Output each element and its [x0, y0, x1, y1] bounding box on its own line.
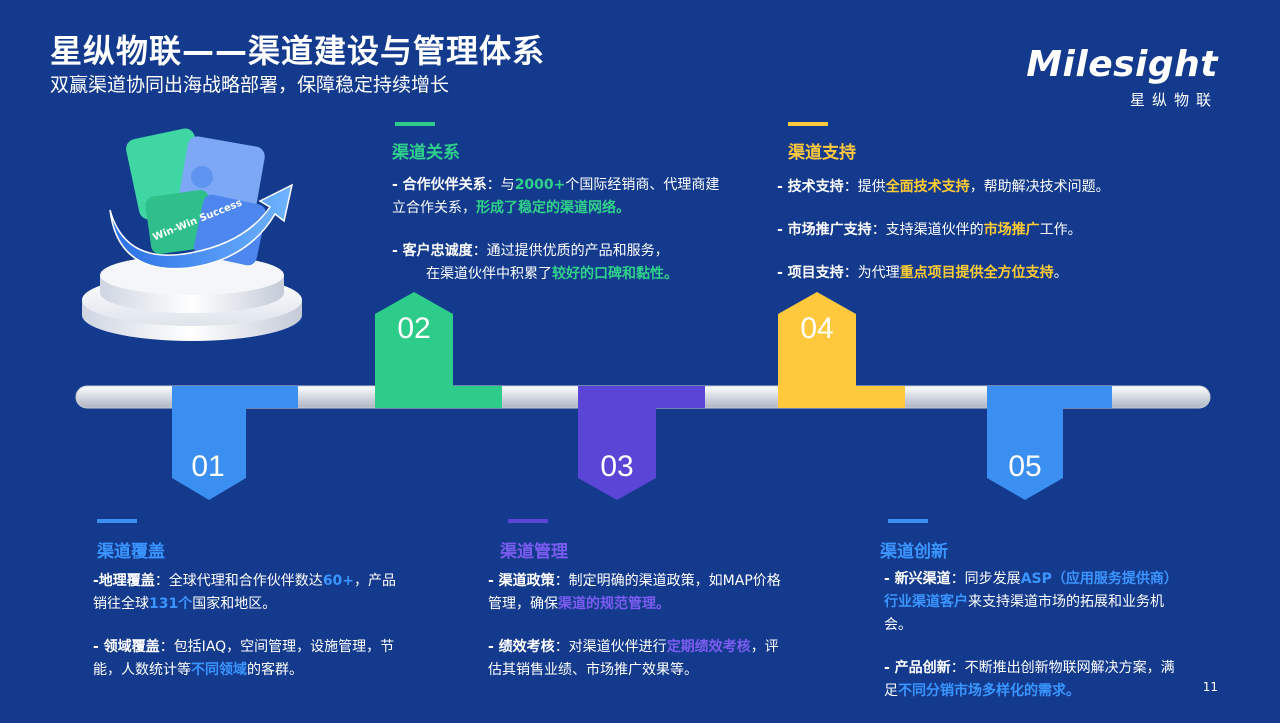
- step-04-number: 04: [800, 312, 834, 345]
- sec05-item-innovation: - 产品创新：不断推出创新物联网解决方案，满足不同分销市场多样化的需求。: [884, 660, 1175, 699]
- sec05-accent-bar: [888, 519, 928, 523]
- sec04-item-tech: - 技术支持：提供全面技术支持，帮助解决技术问题。: [777, 179, 1110, 195]
- sec02-title: 渠道关系: [392, 143, 460, 163]
- sec04-body: - 技术支持：提供全面技术支持，帮助解决技术问题。 - 市场推广支持：支持渠道伙…: [777, 176, 1197, 305]
- logo-wordmark: Milesight: [1026, 44, 1218, 85]
- step-03-marker: [578, 386, 705, 500]
- step-02-number: 02: [397, 312, 431, 345]
- step-03-number: 03: [600, 450, 634, 483]
- page-title: 星纵物联——渠道建设与管理体系: [50, 32, 546, 70]
- logo-chinese-name: 星纵物联: [1129, 91, 1218, 109]
- step-04-marker: [778, 292, 905, 408]
- sec02-body: - 合作伙伴关系：与2000+个国际经销商、代理商建立合作关系，形成了稳定的渠道…: [392, 174, 722, 306]
- sec02-item-partner: - 合作伙伴关系：与2000+个国际经销商、代理商建立合作关系，形成了稳定的渠道…: [392, 177, 720, 216]
- sec05-title: 渠道创新: [880, 542, 948, 562]
- sec01-title: 渠道覆盖: [97, 542, 165, 562]
- win-win-illustration: [82, 128, 302, 341]
- sec05-item-emerging: - 新兴渠道：同步发展ASP（应用服务提供商）行业渠道客户来支持渠道市场的拓展和…: [884, 571, 1171, 633]
- page-subtitle: 双赢渠道协同出海战略部署，保障稳定持续增长: [50, 74, 450, 96]
- sec01-accent-bar: [97, 519, 137, 523]
- sec01-item-geo: -地理覆盖：全球代理和合作伙伴数达60+，产品销往全球131个国家和地区。: [93, 573, 397, 612]
- puzzle-pieces-shape: [126, 128, 267, 266]
- step-05-number: 05: [1008, 450, 1042, 483]
- step-02-marker: [375, 292, 502, 408]
- sec03-item-performance: - 绩效考核：对渠道伙伴进行定期绩效考核，评估其销售业绩、市场推广效果等。: [488, 639, 779, 678]
- page-number: 11: [1202, 680, 1218, 694]
- sec01-item-domain: - 领域覆盖：包括IAQ，空间管理，设施管理，节能，人数统计等不同领域的客群。: [93, 639, 395, 678]
- sec03-body: - 渠道政策：制定明确的渠道政策，如MAP价格管理，确保渠道的规范管理。 - 绩…: [488, 570, 788, 702]
- step-05-marker: [987, 386, 1112, 500]
- sec03-item-policy: - 渠道政策：制定明确的渠道政策，如MAP价格管理，确保渠道的规范管理。: [488, 573, 781, 612]
- sec01-body: -地理覆盖：全球代理和合作伙伴数达60+，产品销往全球131个国家和地区。 - …: [93, 570, 403, 702]
- sec04-item-project: - 项目支持：为代理重点项目提供全方位支持。: [777, 265, 1068, 281]
- sec04-title: 渠道支持: [788, 143, 856, 163]
- milesight-logo: Milesight 星纵物联: [1026, 44, 1218, 110]
- sec02-item-loyalty: - 客户忠诚度：通过提供优质的产品和服务，在渠道伙伴中积累了较好的口碑和黏性。: [392, 243, 678, 282]
- step-01-marker: [172, 386, 298, 500]
- sec04-item-marketing: - 市场推广支持：支持渠道伙伴的市场推广工作。: [777, 222, 1082, 238]
- arrow-ribbon-shape: [109, 183, 294, 270]
- pedestal-shape: [82, 255, 302, 341]
- sec05-body: - 新兴渠道：同步发展ASP（应用服务提供商）行业渠道客户来支持渠道市场的拓展和…: [884, 568, 1176, 723]
- step-01-number: 01: [191, 450, 225, 483]
- sec02-accent-bar: [395, 122, 435, 126]
- sec04-accent-bar: [788, 122, 828, 126]
- sec03-title: 渠道管理: [500, 542, 568, 562]
- sec03-accent-bar: [508, 519, 548, 523]
